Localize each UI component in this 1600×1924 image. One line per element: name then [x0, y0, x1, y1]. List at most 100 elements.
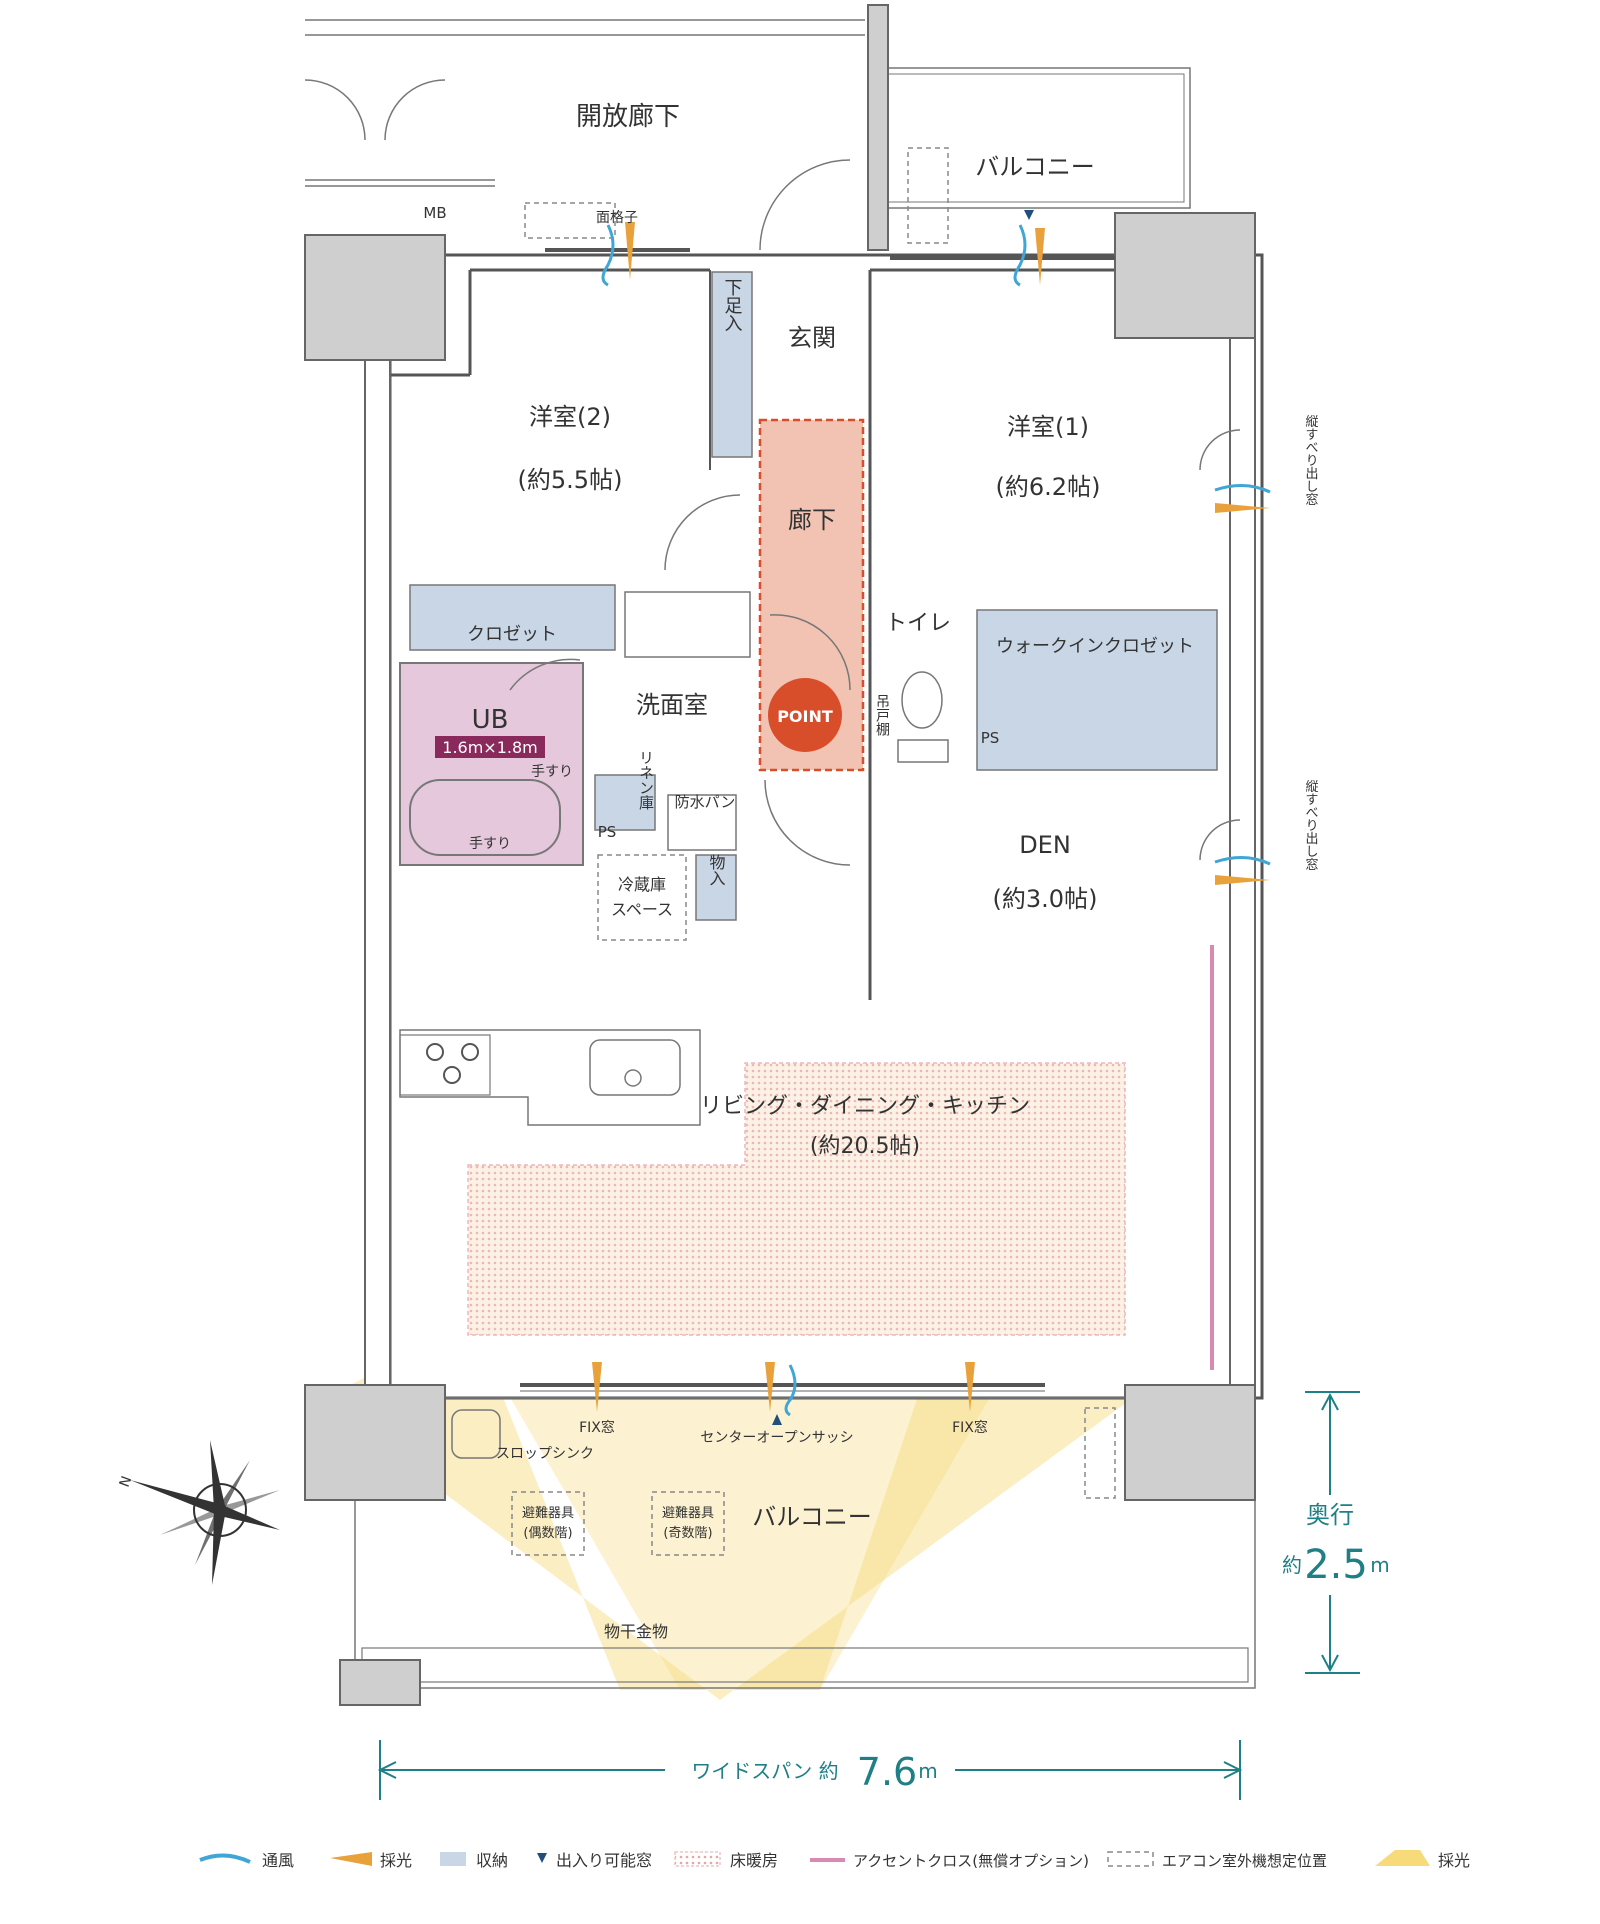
light-ray-icons: [592, 222, 1270, 1412]
pillars: [304, 4, 1256, 1706]
label-fridge-line1: 冷蔵庫: [618, 875, 666, 894]
label-fix-window-left: FIX窓: [579, 1419, 615, 1436]
label-den-size: (約3.0帖): [993, 885, 1098, 913]
label-evac-odd-1: 避難器具: [662, 1506, 714, 1521]
span-dimension: [377, 1740, 1243, 1800]
toilet-fixture: [897, 671, 949, 763]
room-labels: 開放廊下 MB 面格子 バルコニー 下足入 玄関 洋室(2) (約5.5帖) 洋…: [423, 102, 1318, 1641]
unit-bath-area: [399, 662, 584, 866]
label-balcony-south: バルコニー: [752, 1503, 872, 1531]
label-western1-size: (約6.2帖): [996, 473, 1101, 501]
walkin-closet-block: [976, 609, 1218, 771]
closet-block: [409, 584, 616, 651]
label-evac-even-1: 避難器具: [522, 1506, 574, 1521]
label-depth: 奥行: [1306, 1501, 1354, 1529]
label-ps1: PS: [981, 729, 1000, 747]
dimension-labels: 奥行 約 2.5 m ワイドスパン 約 7.6 m: [691, 1501, 1389, 1794]
label-span-value: 7.6: [857, 1750, 917, 1794]
label-shoe-storage: 下足入: [722, 278, 743, 332]
label-ps2: PS: [598, 823, 617, 841]
label-walkin-closet: ウォークインクロゼット: [996, 636, 1194, 657]
legend-label-3: 出入り可能窓: [556, 1851, 652, 1870]
waterproof-pan-block: [667, 794, 737, 851]
label-ub: UB: [472, 705, 509, 735]
label-slop-sink: スロップシンク: [496, 1446, 594, 1462]
label-span: ワイドスパン 約: [691, 1759, 838, 1783]
label-span-unit: m: [918, 1759, 937, 1783]
ac-unit-swatch: [1107, 1851, 1154, 1867]
legend-label-6: エアコン室外機想定位置: [1162, 1852, 1327, 1870]
kitchen-counter: [399, 1029, 701, 1126]
label-western1: 洋室(1): [1007, 413, 1089, 441]
label-laundry-hardware: 物干金物: [604, 1622, 668, 1641]
light-ray-icon: [330, 1852, 372, 1866]
storage-small-block: [695, 854, 737, 921]
triangle-icon: [537, 1853, 547, 1863]
label-entrance: 玄関: [788, 324, 836, 352]
wash-basin: [624, 591, 751, 658]
label-depth-value: 2.5: [1304, 1542, 1368, 1588]
slop-sink-fixture: [451, 1409, 501, 1459]
label-waterproof-pan: 防水パン: [675, 793, 736, 811]
triangle-icon-south: [772, 1414, 782, 1425]
point-badge: [768, 678, 842, 752]
linen-block: [594, 774, 656, 831]
label-storage-small: 物入: [707, 854, 726, 886]
label-corridor-open: 開放廊下: [576, 102, 680, 132]
legend-label-5: アクセントクロス(無償オプション): [853, 1852, 1089, 1870]
floor-heating-swatch: [674, 1851, 721, 1867]
label-depth-unit: m: [1370, 1553, 1389, 1577]
legend-label-1: 採光: [380, 1851, 412, 1870]
wind-icons: [601, 224, 1271, 1417]
label-handrail2: 手すり: [469, 836, 511, 852]
label-western2-size: (約5.5帖): [518, 466, 623, 494]
label-center-sash: センターオープンサッシ: [700, 1430, 853, 1446]
label-sliding-window2: 縦すべり出し窓: [1303, 780, 1319, 871]
label-depth-prefix: 約: [1282, 1553, 1302, 1577]
label-handrail1: 手すり: [531, 764, 573, 780]
label-toilet: トイレ: [885, 611, 951, 636]
label-fridge-line2: スペース: [611, 900, 673, 919]
label-hallway: 廊下: [788, 506, 836, 534]
doors: [304, 79, 1241, 866]
svg-text:N: N: [117, 1474, 136, 1489]
storage-areas: [409, 271, 1218, 921]
compass-icon: [130, 1440, 280, 1585]
light-fan-icon: [1375, 1850, 1430, 1866]
bathtub: [409, 779, 561, 856]
label-western2: 洋室(2): [529, 403, 611, 431]
legend-label-7: 採光: [1438, 1851, 1470, 1870]
evac-odd-box: [651, 1491, 725, 1556]
windows: [520, 248, 1115, 1392]
triangle-icon-north: [1024, 210, 1034, 220]
depth-dimension: [1305, 1391, 1360, 1674]
floor-heating-area: [467, 1062, 1126, 1336]
label-den: DEN: [1019, 831, 1071, 859]
label-grille: 面格子: [596, 210, 638, 226]
label-ldk: リビング・ダイニング・キッチン: [700, 1094, 1030, 1119]
label-ldk-size: (約20.5帖): [810, 1134, 920, 1159]
label-evac-odd-2: (奇数階): [663, 1525, 712, 1541]
label-balcony-north: バルコニー: [975, 153, 1095, 181]
legend-label-2: 収納: [476, 1851, 508, 1870]
legend-label-0: 通風: [262, 1851, 294, 1870]
shoe-storage-block: [711, 271, 753, 458]
wind-icon: [199, 1853, 251, 1864]
label-closet: クロゼット: [467, 624, 557, 645]
label-linen: リネン庫: [637, 750, 655, 810]
ub-size-badge: [435, 736, 545, 758]
label-hanging-shelf: 吊戸棚: [874, 694, 890, 736]
label-washroom: 洗面室: [636, 691, 708, 719]
label-evac-even-2: (偶数階): [523, 1526, 572, 1541]
label-fix-window-right: FIX窓: [952, 1419, 988, 1436]
label-ub-size: 1.6m×1.8m: [442, 738, 537, 757]
label-sliding-window1: 縦すべり出し窓: [1303, 415, 1319, 506]
label-mb: MB: [423, 204, 446, 222]
evac-even-box: [511, 1491, 585, 1556]
legend: 通風 採光 収納 出入り可能窓 床暖房 アクセントクロス(無償オプション) エア…: [199, 1850, 1470, 1870]
storage-swatch: [440, 1852, 466, 1866]
ac-unit-positions: [524, 147, 1116, 1499]
label-point: POINT: [777, 707, 833, 726]
legend-label-4: 床暖房: [730, 1851, 778, 1870]
